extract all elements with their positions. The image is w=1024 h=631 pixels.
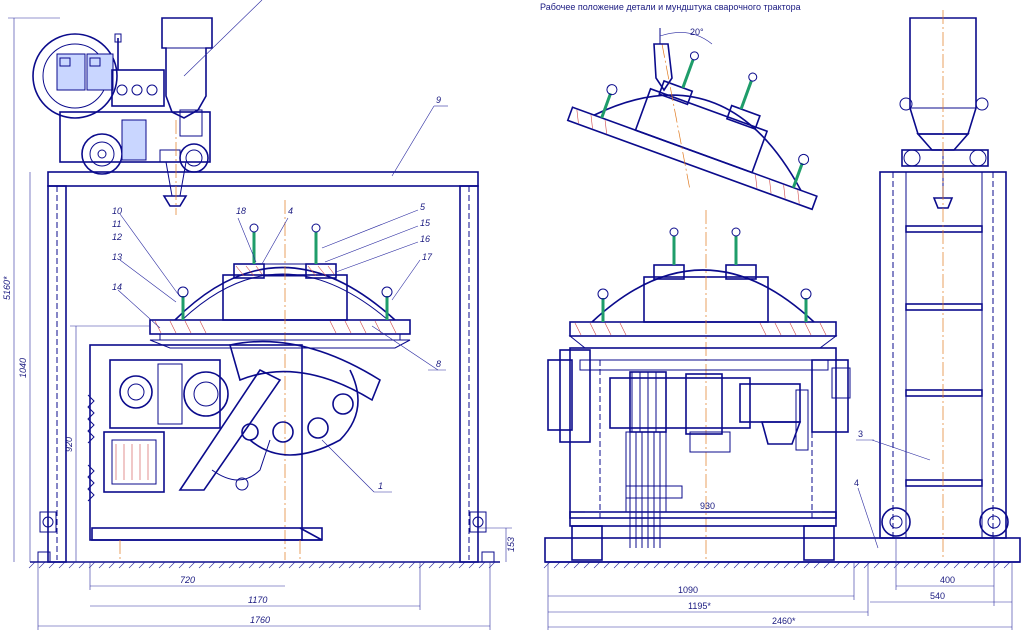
label-4: 4 — [854, 478, 859, 488]
dim-column-400: 400 — [940, 575, 955, 585]
label-8: 8 — [436, 359, 441, 369]
dim-right-1090: 1090 — [678, 585, 698, 595]
label-3: 3 — [858, 429, 863, 439]
label-17: 17 — [422, 252, 433, 262]
dim-width-base: 720 — [180, 575, 195, 585]
dim-right-1195: 1195* — [688, 601, 711, 611]
dim-base-height: 153 — [506, 537, 516, 552]
dim-left-height-total: 5160* — [2, 276, 12, 300]
dim-left-height-rotator: 920 — [64, 437, 74, 452]
label-11: 11 — [112, 219, 121, 229]
label-13: 13 — [112, 252, 122, 262]
front-view: 930 3 4 1090 — [543, 10, 1021, 630]
label-16: 16 — [420, 234, 430, 244]
dim-angle: 20° — [690, 27, 704, 37]
label-14: 14 — [112, 282, 122, 292]
tilted-view: 20° — [566, 27, 818, 211]
label-6: 4 — [288, 206, 293, 216]
label-1: 1 — [378, 481, 383, 491]
label-18: 18 — [236, 206, 246, 216]
label-9: 9 — [436, 95, 441, 105]
label-10: 10 — [112, 206, 122, 216]
dim-right-2460: 2460* — [772, 616, 796, 626]
label-12: 12 — [112, 232, 122, 242]
drawing-title: Рабочее положение детали и мундштука сва… — [540, 2, 801, 12]
dim-width-rotator: 1170 — [248, 595, 267, 605]
dim-width-total: 1760 — [250, 615, 270, 625]
dim-left-height-frame: 1040 — [18, 358, 28, 378]
dim-inner-width: 930 — [700, 501, 715, 511]
label-15: 15 — [420, 218, 431, 228]
dim-column-540: 540 — [930, 591, 945, 601]
left-view: 18 4 5 15 16 17 10 11 12 13 14 9 8 — [2, 0, 516, 630]
label-5: 5 — [420, 202, 426, 212]
